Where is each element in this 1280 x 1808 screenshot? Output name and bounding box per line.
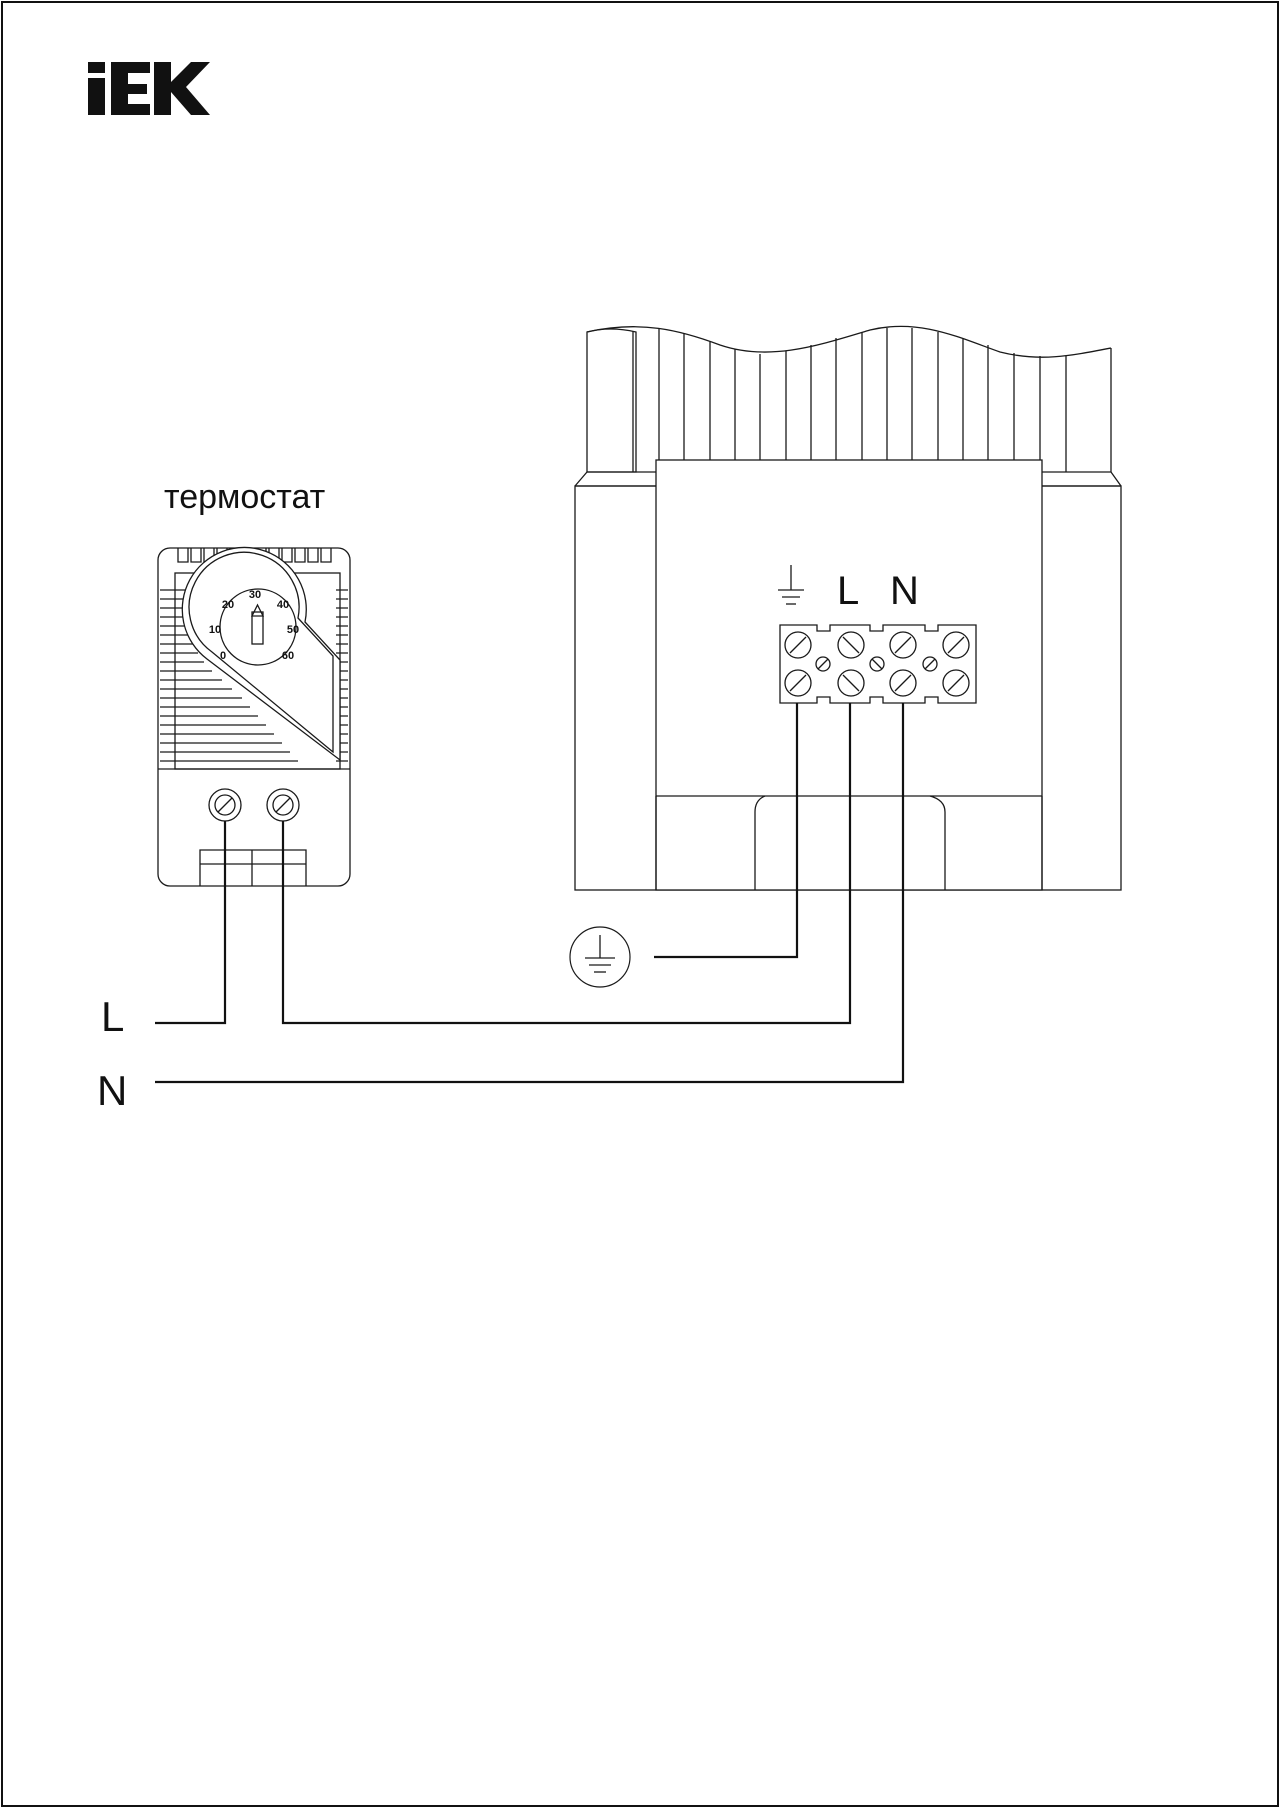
supply-neutral-label: N <box>97 1067 127 1114</box>
heater-terminal-block <box>779 624 977 704</box>
terminal-screw <box>837 631 865 659</box>
thermostat-label: термостат <box>164 478 325 516</box>
terminal-ground-symbol <box>778 565 804 605</box>
heater-terminal-label-l: L <box>837 569 859 613</box>
dial-scale: 30 20 40 10 50 0 60 <box>209 589 299 662</box>
thermostat-screw-terminal <box>266 788 300 822</box>
terminal-screw <box>784 631 812 659</box>
dial-mark: 20 <box>222 599 234 611</box>
dial-mark: 0 <box>220 650 226 662</box>
din-rail-clip <box>199 849 307 886</box>
dial-mark: 30 <box>249 589 261 601</box>
dial-mark: 40 <box>277 599 289 611</box>
terminal-screw <box>889 669 917 697</box>
dial-mark: 10 <box>209 624 221 636</box>
terminal-screw <box>784 669 812 697</box>
terminal-screw <box>889 631 917 659</box>
heater-terminal-label-n: N <box>890 569 919 613</box>
dial-mark: 50 <box>287 624 299 636</box>
terminal-screw <box>942 669 970 697</box>
temperature-dial <box>219 588 297 666</box>
wire-line-to-thermostat <box>155 821 227 1025</box>
terminal-screw <box>837 669 865 697</box>
dial-mark: 60 <box>282 650 294 662</box>
wire-thermostat-to-heater-l <box>281 703 852 1025</box>
thermostat-body: 30 20 40 10 50 0 60 <box>157 546 351 887</box>
dial-knob-slot <box>251 611 264 645</box>
dial-pointer-icon <box>250 603 265 617</box>
thermostat-left-grille <box>160 589 298 762</box>
iek-logo <box>88 62 210 115</box>
wire-earth-to-heater <box>654 703 799 959</box>
supply-line-label: L <box>101 993 124 1040</box>
wire-neutral-to-heater-n <box>155 703 905 1084</box>
thermostat-screw-terminal <box>208 788 242 822</box>
thermostat-right-grille <box>336 589 348 762</box>
terminal-screw <box>942 631 970 659</box>
protective-earth-icon <box>569 926 631 988</box>
